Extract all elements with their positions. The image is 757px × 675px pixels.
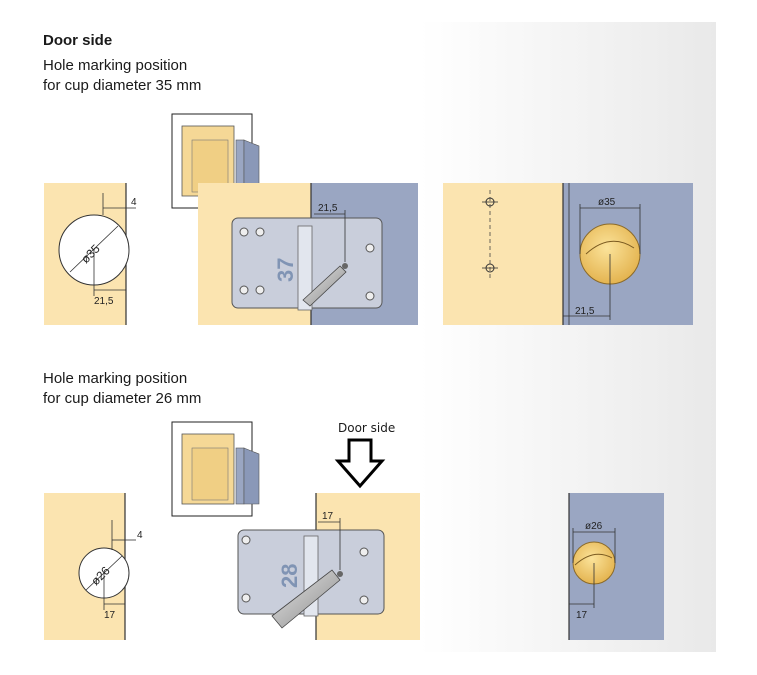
s1-result-cup-label: ø35 <box>598 197 616 208</box>
s2-result-cup-label: ø26 <box>585 521 603 532</box>
s2-edge-label: 17 <box>104 610 116 621</box>
s1-offset-label: 4 <box>131 197 137 208</box>
s2-template-panel <box>237 493 420 640</box>
s1-template-dim: 21,5 <box>318 203 338 214</box>
s1-cup-panel <box>44 183 136 325</box>
section2-title-line1: Hole marking position <box>43 370 188 387</box>
s2-result-panel <box>568 493 664 640</box>
s1-template-panel <box>198 183 418 325</box>
door-side-annotation: Door side <box>338 421 396 435</box>
s2-template-number: 28 <box>277 564 302 588</box>
down-arrow-icon <box>334 438 386 489</box>
s1-template-number: 37 <box>273 258 298 282</box>
s2-result-dim: 17 <box>576 610 588 621</box>
s1-edge-label: 21,5 <box>94 296 114 307</box>
s2-cabinet-icon <box>171 421 260 517</box>
section2-title-line2: for cup diameter 26 mm <box>43 390 202 407</box>
s1-result-dim: 21,5 <box>575 306 595 317</box>
section1-title-line2: for cup diameter 35 mm <box>43 77 202 94</box>
s2-template-dim: 17 <box>322 511 334 522</box>
s2-cup-panel <box>44 493 136 640</box>
s1-result-panel <box>443 183 693 325</box>
section1-heading: Door side <box>43 32 113 49</box>
s2-offset-label: 4 <box>137 530 143 541</box>
section1-title-line1: Hole marking position <box>43 57 188 74</box>
background-panel <box>420 22 716 652</box>
